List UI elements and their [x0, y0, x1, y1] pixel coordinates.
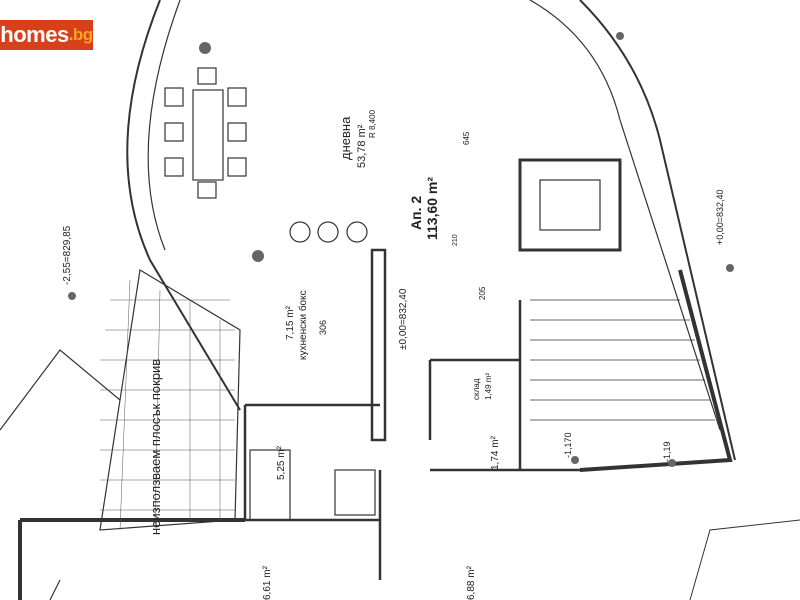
wc-area: 1,74 m²	[490, 436, 501, 470]
outer-wall	[18, 269, 733, 600]
bathroom-area: 5,25 m²	[276, 446, 287, 480]
interior-walls	[243, 248, 580, 580]
dining-table	[192, 89, 224, 181]
homes-bg-logo[interactable]: homes.bg	[0, 20, 93, 50]
terrace-grid	[100, 279, 235, 531]
living-room-label: дневна	[338, 116, 353, 160]
level-main: ±0,00=832,40	[398, 288, 409, 350]
curved-wall	[126, 0, 241, 411]
room-b-area: 6,88 m²	[466, 566, 477, 600]
apartment-label: Ап. 2	[408, 195, 424, 230]
level-right: +0,00=832,40	[715, 189, 725, 245]
stair-curve	[529, 0, 721, 431]
kitchen-label: кухненски бокс	[298, 290, 309, 360]
level-left: -2,55=829,85	[62, 225, 73, 285]
stairs	[530, 299, 715, 421]
storage-label: склад	[472, 378, 481, 400]
roof-label: неизползваем плосък покрив	[148, 358, 163, 535]
radius-label: R 8,400	[368, 109, 377, 138]
shower	[334, 469, 376, 516]
elevator	[518, 158, 622, 252]
room-a-area: 6,61 m²	[262, 566, 273, 600]
level-a: -1,170	[563, 432, 573, 458]
apartment-area: 113,60 m²	[424, 176, 440, 240]
kitchen-area: 7,15 m²	[285, 306, 296, 340]
logo-text: homes	[0, 22, 69, 47]
living-room-area: 53,78 m²	[356, 124, 368, 168]
curved-wall-inner	[147, 0, 181, 251]
terrace-outline	[99, 269, 241, 531]
dimension-205: 205	[478, 286, 487, 300]
kitchen-dimension: 306	[318, 319, 328, 335]
storage-area: 1,49 m²	[484, 372, 493, 400]
chairs	[164, 67, 247, 199]
bathtub	[249, 449, 291, 521]
dimension-210: 210	[452, 234, 459, 246]
level-b: -1,19	[662, 441, 672, 462]
dimension-645: 645	[462, 131, 471, 145]
logo-tld: .bg	[68, 25, 94, 44]
